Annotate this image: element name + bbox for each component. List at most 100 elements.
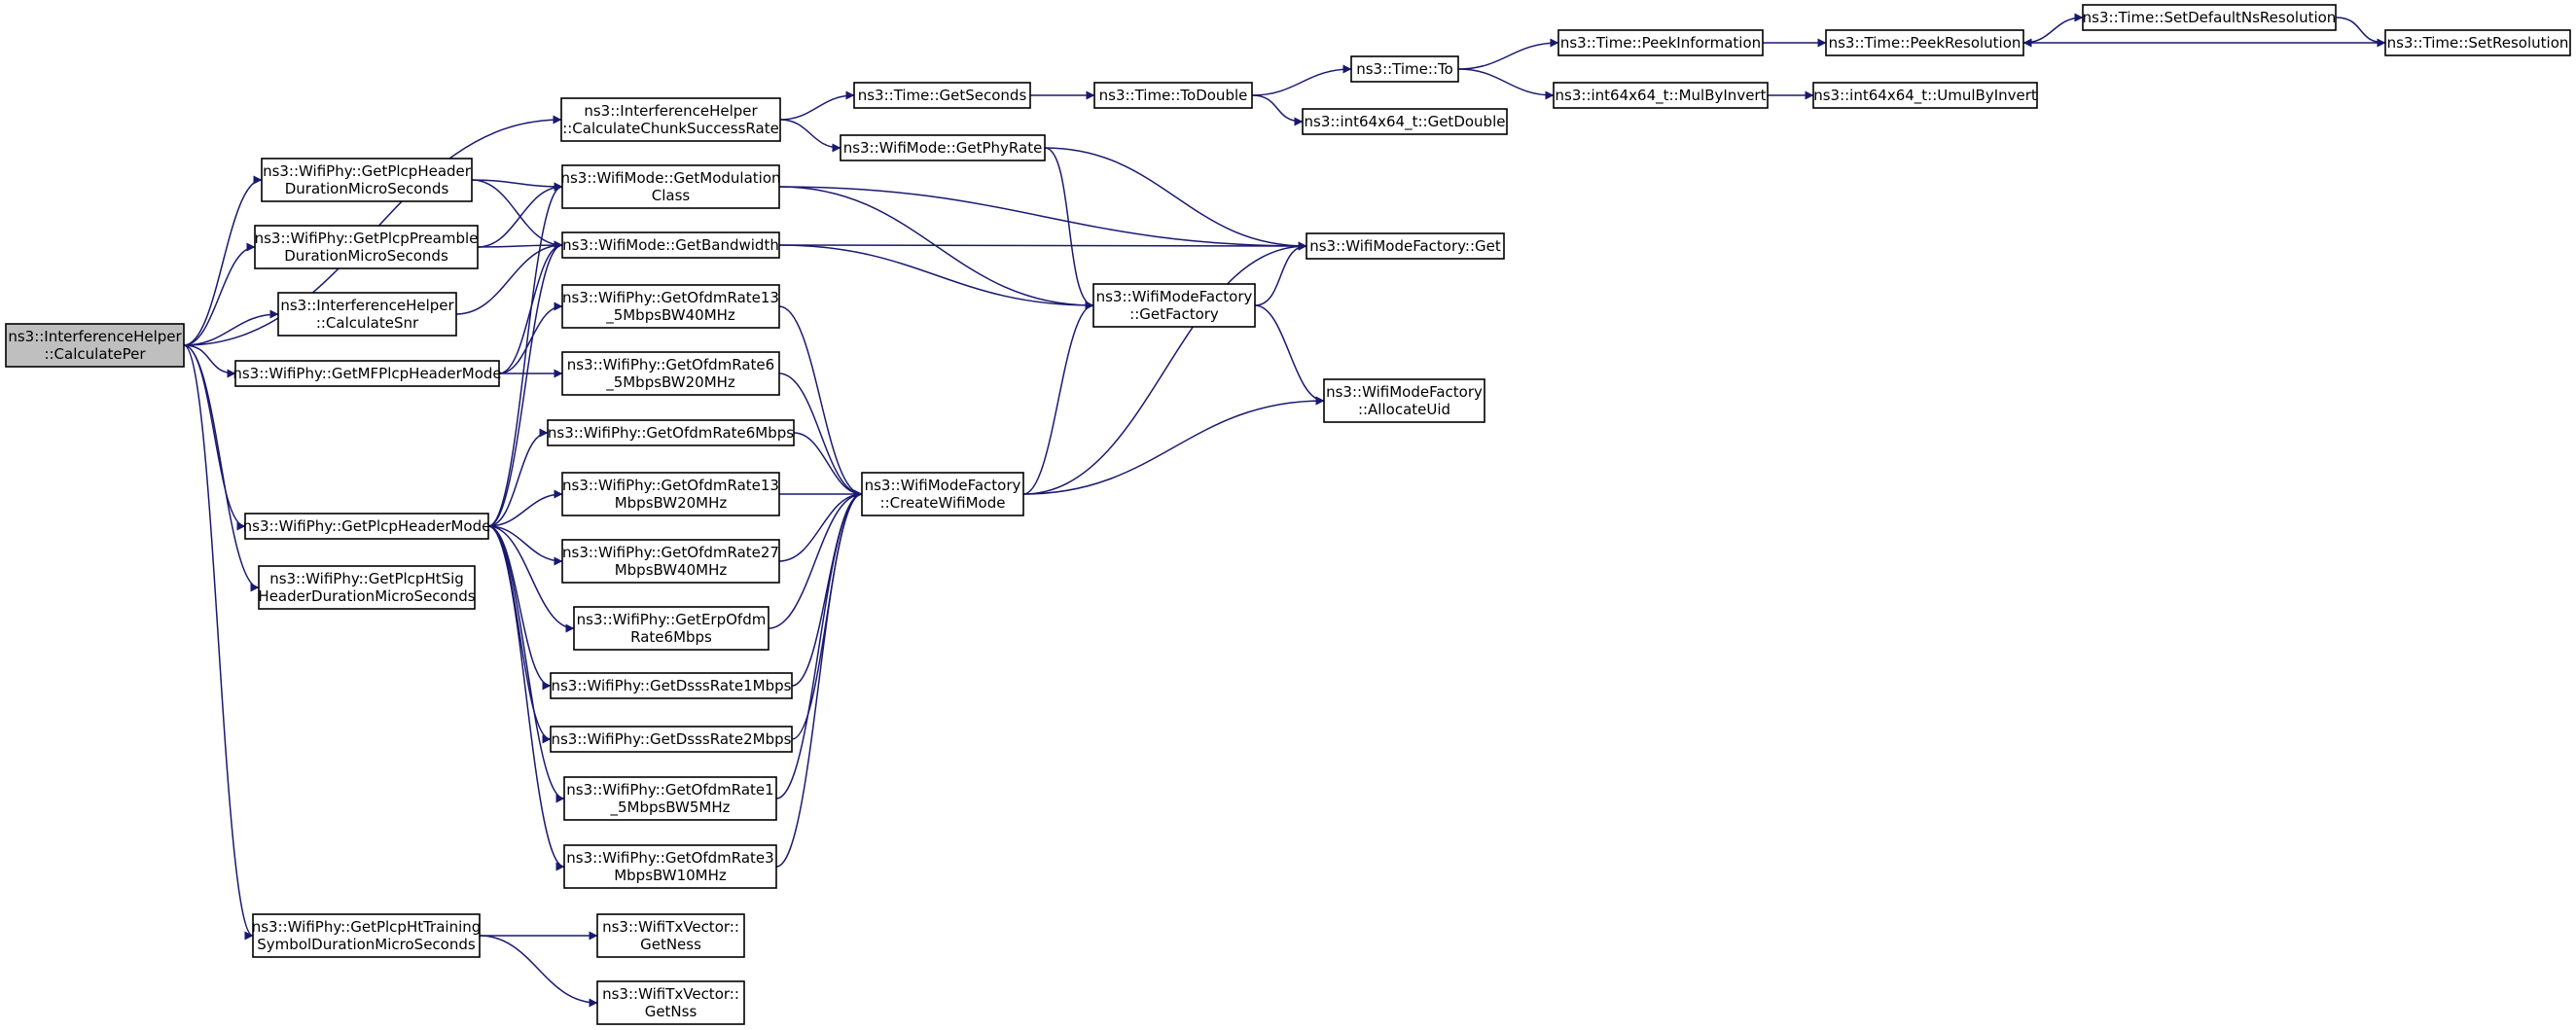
node-getfactory[interactable]: ns3::WifiModeFactory::GetFactory [1092,283,1256,328]
node-box [1557,29,1764,56]
edge-getbandwidth-to-getfactory [778,244,1094,310]
edge-line [471,179,563,250]
node-getnss[interactable]: ns3::WifiTxVector::GetNss [596,980,745,1025]
edge-line [1022,241,1307,495]
node-box [861,472,1024,516]
node-plcphtsig[interactable]: ns3::WifiPhy::GetPlcpHtSigHeaderDuration… [258,565,476,610]
edge-ofdm27_40-to-createwifimode [778,489,863,562]
edge-line [778,489,863,562]
node-getphyrate[interactable]: ns3::WifiMode::GetPhyRate [840,134,1046,161]
edge-ofdm3_10-to-createwifimode [775,489,863,868]
node-calcchunk[interactable]: ns3::InterferenceHelper::CalculateChunkS… [560,97,781,142]
node-box [234,360,500,387]
node-label: ns3::WifiPhy::GetMFPlcpHeaderMode [233,365,501,382]
edge-getfactory-to-allocateuid [1254,304,1325,406]
node-label: ns3::WifiPhy::GetPlcpHtTraining [252,918,482,936]
node-label: _5MbpsBW40MHz [605,306,735,325]
node-box [561,472,780,516]
node-label: ns3::WifiPhy::GetPlcpPreamble [255,230,479,247]
edge-createwifimode-to-allocateuid [1022,396,1325,495]
edge-line [778,244,1094,310]
edge-calculateper-to-plcppreambledur [183,242,256,346]
node-peekres[interactable]: ns3::Time::PeekResolution [1825,29,2024,56]
node-calcsnr[interactable]: ns3::InterferenceHelper::CalculateSnr [277,292,457,337]
edge-line [778,186,1307,251]
node-box [561,539,780,584]
node-plcppreambledur[interactable]: ns3::WifiPhy::GetPlcpPreambleDurationMic… [254,225,479,269]
node-plcpheaderdur[interactable]: ns3::WifiPhy::GetPlcpHeaderDurationMicro… [261,158,473,202]
node-label: MbpsBW20MHz [615,494,728,512]
edge-plcpheadermode-to-ofdm6 [487,428,549,527]
node-peekinfo[interactable]: ns3::Time::PeekInformation [1557,29,1764,56]
edge-plcppreambledur-to-getmodclass [477,182,563,248]
node-label: ns3::Time::PeekResolution [1829,34,2021,52]
node-box [1323,378,1485,423]
node-mulbyinvert[interactable]: ns3::int64x64_t::MulByInvert [1553,82,1769,109]
node-createwifimode[interactable]: ns3::WifiModeFactory::CreateWifiMode [861,472,1024,516]
node-umulbyinvert[interactable]: ns3::int64x64_t::UmulByInvert [1812,82,2038,109]
edge-erpofdm6-to-createwifimode [768,489,863,629]
node-plcphttraining[interactable]: ns3::WifiPhy::GetPlcpHtTrainingSymbolDur… [252,913,482,958]
edge-getbandwidth-to-factoryget [778,241,1307,251]
node-label: ns3::WifiPhy::GetPlcpHeader [263,162,472,180]
node-box [254,225,479,269]
node-box [560,97,781,142]
node-getdouble[interactable]: ns3::int64x64_t::GetDouble [1302,108,1508,135]
node-box [5,323,185,368]
edge-line [1251,94,1304,126]
node-label: GetNss [645,1003,698,1020]
node-ofdm13_5_40[interactable]: ns3::WifiPhy::GetOfdmRate13_5MbpsBW40MHz [561,284,780,329]
edge-line [1022,396,1325,495]
edge-line [487,525,565,871]
node-mfplcpheadermode[interactable]: ns3::WifiPhy::GetMFPlcpHeaderMode [233,360,502,387]
edge-line [487,525,552,691]
node-plcpheadermode[interactable]: ns3::WifiPhy::GetPlcpHeaderMode [243,513,491,540]
node-allocateuid[interactable]: ns3::WifiModeFactory::AllocateUid [1323,378,1485,423]
node-setdefaultns[interactable]: ns3::Time::SetDefaultNsResolution [2082,4,2337,31]
node-setres[interactable]: ns3::Time::SetResolution [2384,29,2571,56]
edge-plcpheadermode-to-ofdm1_5_5 [487,525,565,803]
nodes-layer: ns3::InterferenceHelper::CalculatePerns3… [5,4,2571,1025]
node-label: ns3::Time::ToDouble [1099,87,1248,104]
edge-line [779,90,855,121]
edge-calcsnr-to-getbandwidth [455,240,563,315]
node-label: ns3::WifiPhy::GetPlcpHeaderMode [243,517,491,535]
edge-plcpheadermode-to-ofdm3_10 [487,525,565,871]
edge-line [183,309,279,346]
node-getness[interactable]: ns3::WifiTxVector::GetNess [596,913,745,958]
node-label: SymbolDurationMicroSeconds [257,936,476,953]
node-factoryget[interactable]: ns3::WifiModeFactory::Get [1306,232,1505,260]
node-ofdm6[interactable]: ns3::WifiPhy::GetOfdmRate6Mbps [547,419,795,446]
node-ofdm1_5_5[interactable]: ns3::WifiPhy::GetOfdmRate1_5MbpsBW5MHz [563,776,777,821]
edge-plcpheadermode-to-erpofdm6 [487,525,575,633]
edge-line [487,182,563,527]
node-label: ns3::InterferenceHelper [584,102,758,120]
node-dsss1[interactable]: ns3::WifiPhy::GetDsssRate1Mbps [550,672,793,699]
node-label: MbpsBW40MHz [615,561,728,579]
node-box [596,913,745,958]
node-todouble[interactable]: ns3::Time::ToDouble [1093,82,1253,109]
node-ofdm6_5_20[interactable]: ns3::WifiPhy::GetOfdmRate6_5MbpsBW20MHz [561,351,780,396]
node-label: ns3::WifiTxVector:: [602,985,739,1003]
edge-plcpheadermode-to-dsss1 [487,525,552,691]
node-label: ::GetFactory [1129,305,1219,323]
edge-line [487,489,563,527]
edge-line [487,525,552,744]
node-timeto[interactable]: ns3::Time::To [1350,55,1459,83]
node-box [561,351,780,396]
edge-line [477,182,563,248]
node-label: ns3::Time::GetSeconds [858,87,1027,104]
node-dsss2[interactable]: ns3::WifiPhy::GetDsssRate2Mbps [550,726,793,753]
edge-plcpheadermode-to-getmodclass [487,182,563,527]
node-getbandwidth[interactable]: ns3::WifiMode::GetBandwidth [561,231,780,259]
node-label: ns3::WifiPhy::GetOfdmRate13 [562,477,779,494]
node-getseconds[interactable]: ns3::Time::GetSeconds [853,82,1031,109]
edge-calcchunk-to-getseconds [779,90,855,121]
node-label: _5MbpsBW5MHz [609,799,730,817]
